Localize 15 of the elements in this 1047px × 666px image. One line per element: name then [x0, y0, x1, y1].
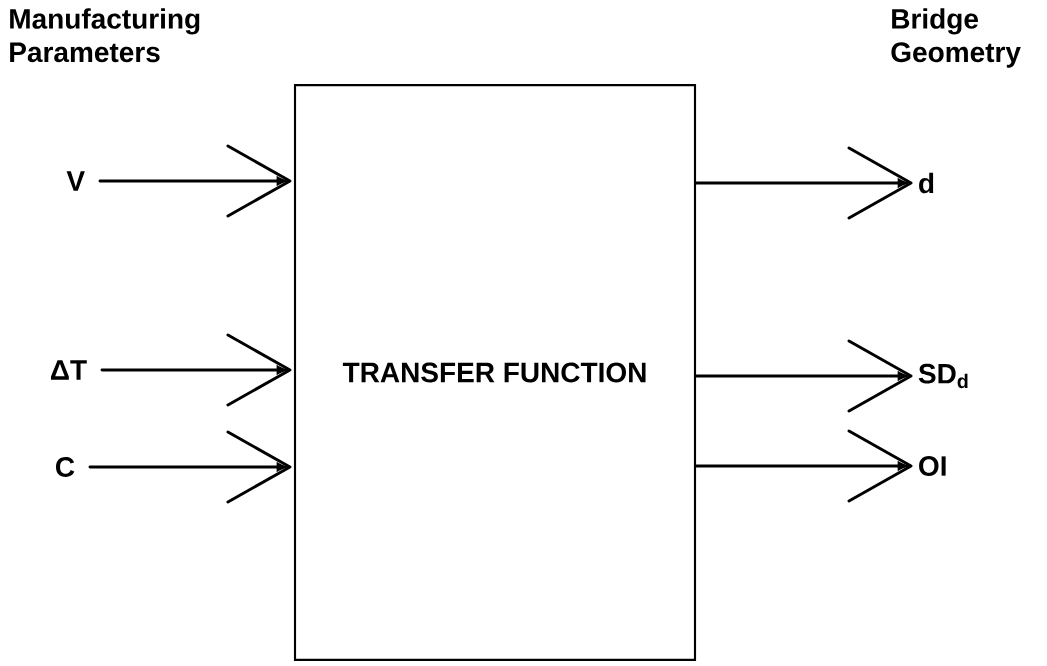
arrow [694, 146, 913, 220]
arrow [98, 144, 292, 218]
node-label: ΔT [50, 360, 87, 380]
node-label: OI [919, 456, 946, 476]
arrow [100, 333, 292, 407]
process-box: TRANSFER FUNCTION [293, 84, 697, 661]
column-heading: Bridge Geometry [891, 8, 1021, 68]
node-label: SD$_{d}$ [918, 363, 968, 389]
arrow [694, 429, 913, 503]
arrow [694, 339, 913, 413]
node-label: V [66, 171, 85, 191]
node-label: C [56, 457, 75, 477]
arrow [88, 430, 292, 504]
column-heading: Manufacturing Parameters [10, 8, 200, 63]
node-label: d [919, 172, 934, 194]
